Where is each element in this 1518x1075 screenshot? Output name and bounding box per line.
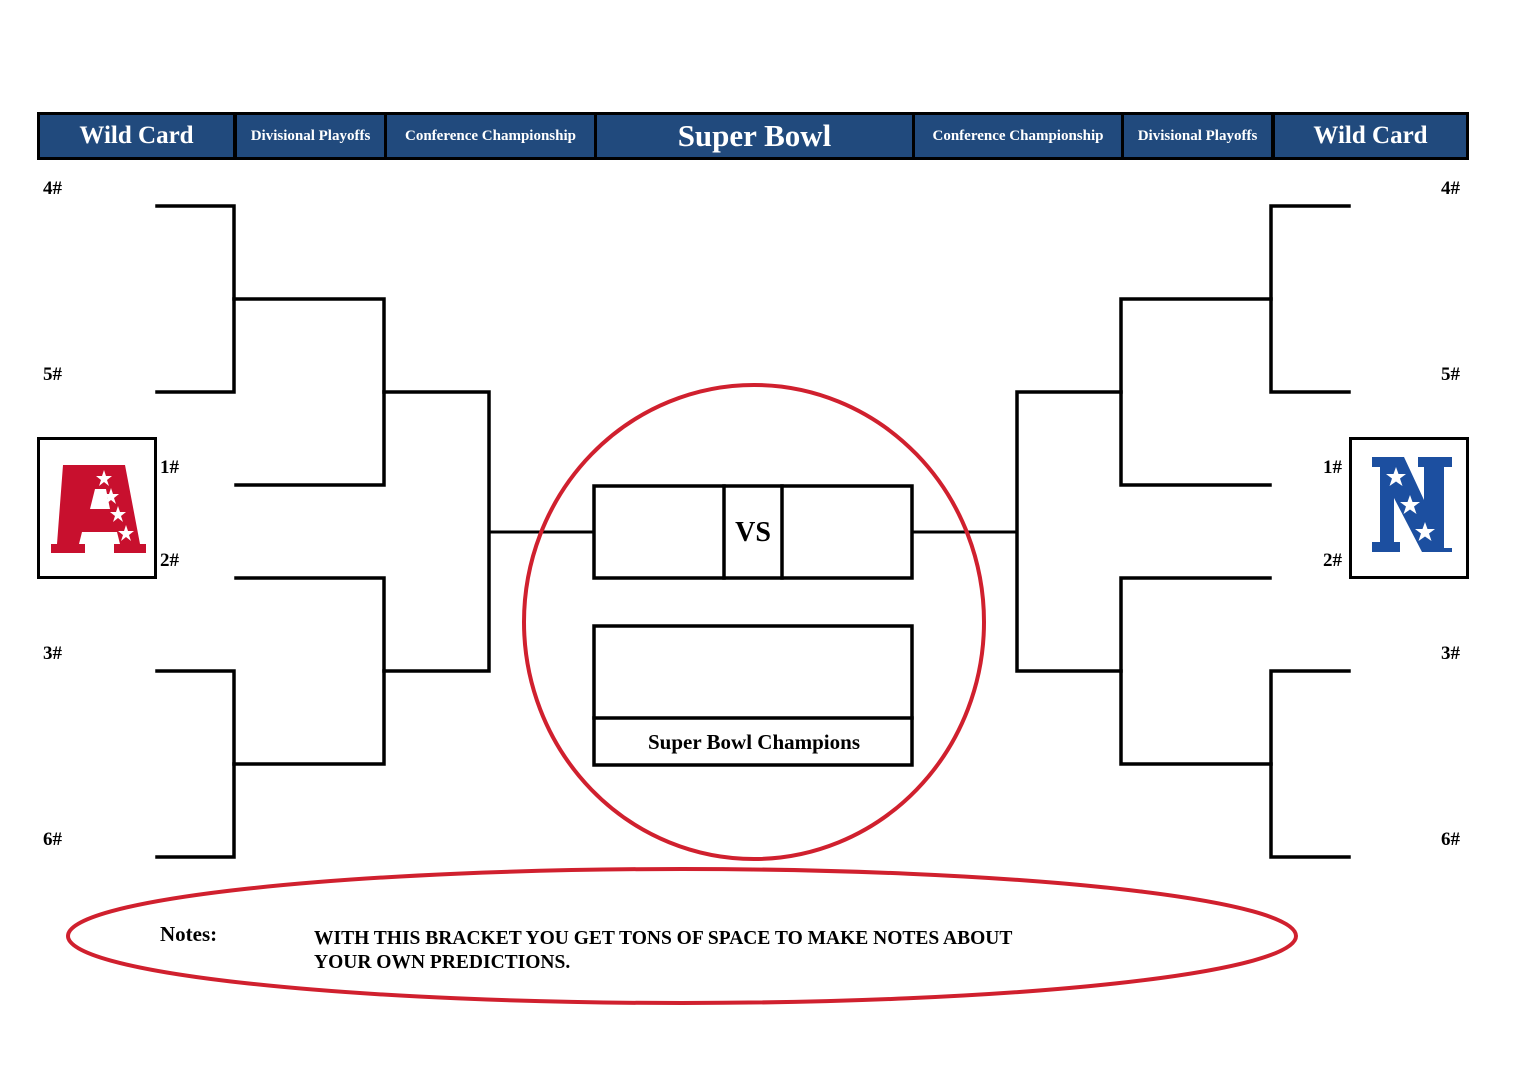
afc-seed-2: 2# (160, 550, 179, 571)
header-afc-wild-card: Wild Card (40, 115, 233, 157)
nfc-seed-4: 4# (1441, 178, 1460, 199)
nfc-wildcard-bottom-connector (1269, 669, 1351, 859)
champion-slot[interactable] (597, 629, 910, 716)
header-afc-conference: Conference Championship (387, 115, 594, 157)
superbowl-highlight-circle (522, 383, 986, 861)
notes-line-2: YOUR OWN PREDICTIONS. (314, 952, 571, 973)
champion-box (592, 624, 914, 767)
nfc-seed-5: 5# (1441, 364, 1460, 385)
notes-text[interactable]: WITH THIS BRACKET YOU GET TONS OF SPACE … (314, 927, 1114, 975)
header-afc-divisional: Divisional Playoffs (237, 115, 384, 157)
afc-logo-box (37, 437, 157, 579)
notes-label: Notes: (160, 922, 218, 946)
header-nfc-divisional: Divisional Playoffs (1124, 115, 1271, 157)
round-header-bar: Wild Card Divisional Playoffs Conference… (37, 112, 1469, 160)
vs-label: VS (735, 517, 771, 548)
super-bowl-champions-label: Super Bowl Champions (647, 729, 860, 754)
nfc-divisional-top-connector (1119, 297, 1273, 487)
notes-highlight-ellipse (66, 867, 1298, 1005)
superbowl-afc-team-slot[interactable] (597, 489, 722, 576)
afc-seed-5: 5# (43, 364, 62, 385)
superbowl-nfc-team-slot[interactable] (785, 489, 910, 576)
afc-wildcard-top-connector (155, 204, 236, 394)
afc-wildcard-bottom-connector (155, 669, 236, 859)
afc-divisional-top-connector (232, 297, 386, 487)
afc-seed-3: 3# (43, 643, 62, 664)
header-nfc-wild-card: Wild Card (1275, 115, 1466, 157)
header-nfc-conference: Conference Championship (915, 115, 1121, 157)
nfc-seed-6: 6# (1441, 829, 1460, 850)
header-super-bowl: Super Bowl (597, 115, 912, 157)
nfc-logo-box (1349, 437, 1469, 579)
afc-conference-connector (382, 390, 491, 673)
afc-seed-1: 1# (160, 457, 179, 478)
afc-seed-4: 4# (43, 178, 62, 199)
afc-logo-icon (51, 465, 146, 553)
nfc-seed-3: 3# (1441, 643, 1460, 664)
nfc-wildcard-top-connector (1269, 204, 1351, 394)
nfc-seed-2: 2# (1323, 550, 1342, 571)
superbowl-matchup-box (592, 484, 914, 580)
afc-divisional-bottom-connector (232, 576, 386, 766)
nfc-seed-1: 1# (1323, 457, 1342, 478)
notes-line-1: WITH THIS BRACKET YOU GET TONS OF SPACE … (314, 928, 1013, 949)
nfc-logo-icon (1372, 457, 1452, 552)
nfc-divisional-bottom-connector (1119, 576, 1273, 766)
afc-seed-6: 6# (43, 829, 62, 850)
nfc-conference-connector (1015, 390, 1123, 673)
